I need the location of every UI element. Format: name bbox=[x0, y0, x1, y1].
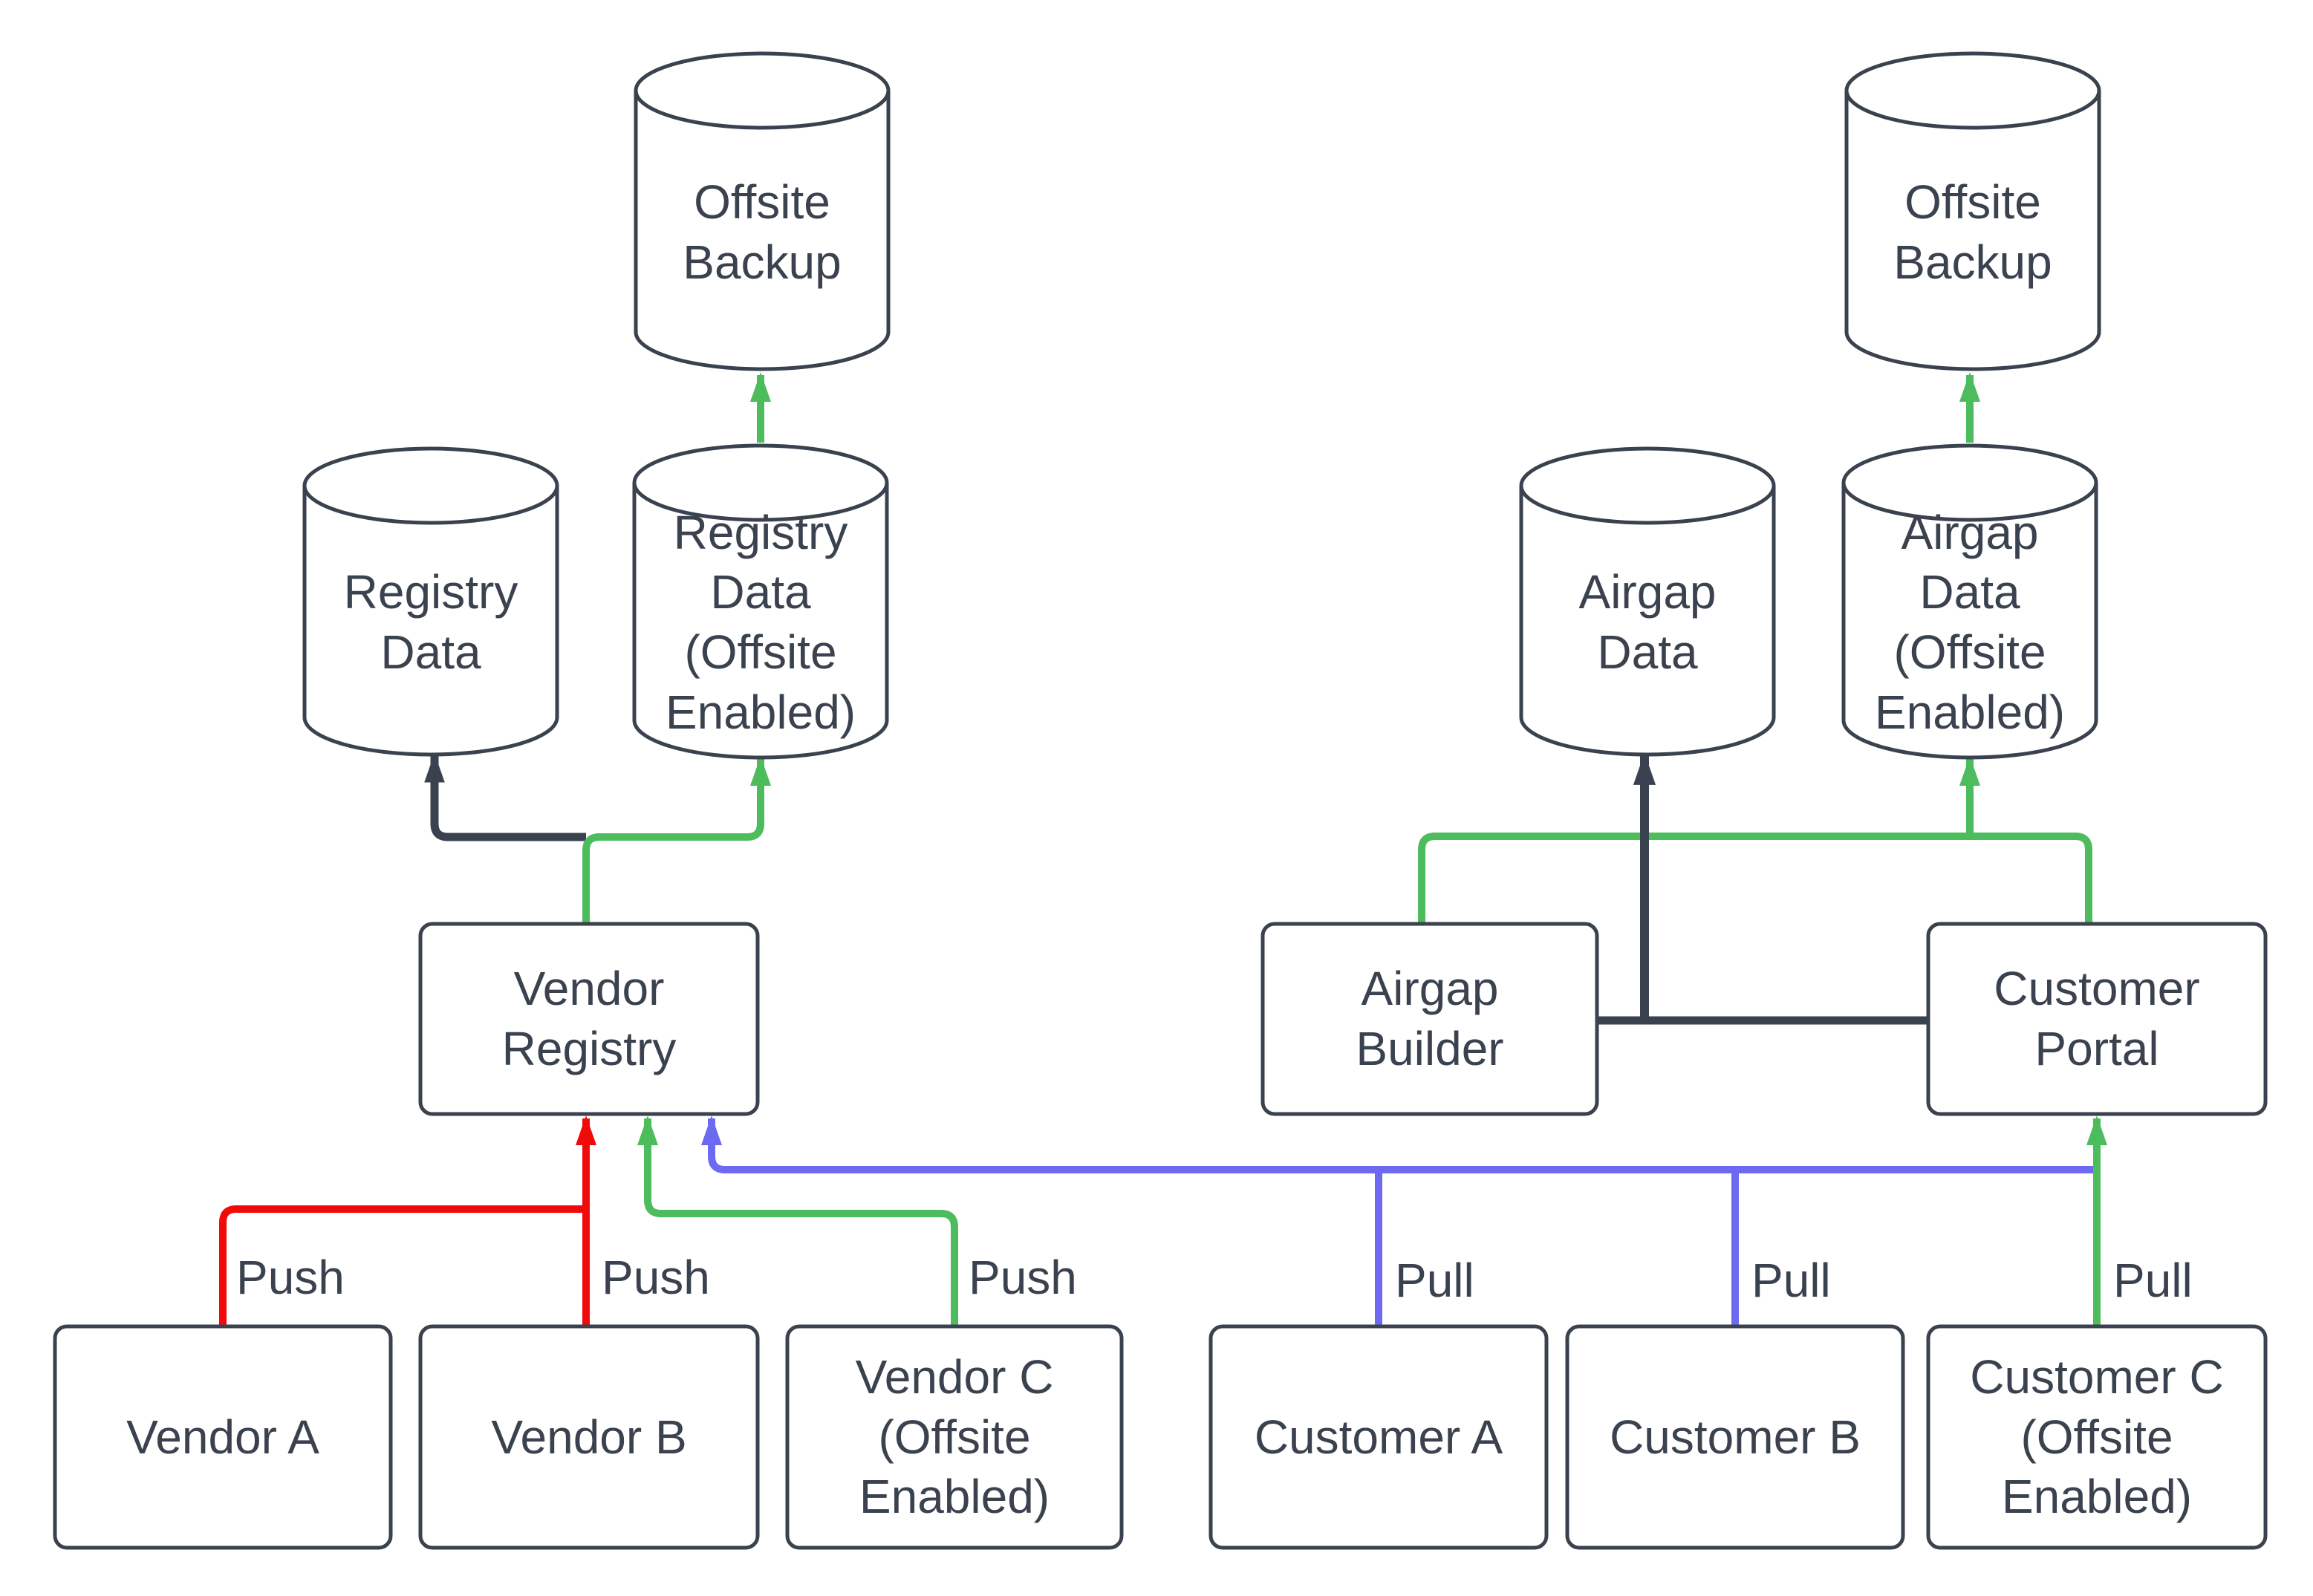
cylinder-offsite-backup-left bbox=[634, 51, 891, 371]
connector-builder-offsite-rail bbox=[1418, 833, 1970, 925]
cylinder-registry-data bbox=[302, 446, 559, 757]
box-customer-c bbox=[1926, 1324, 2268, 1550]
cylinder-offsite-backup-right bbox=[1844, 51, 2101, 371]
connector-registry-store bbox=[424, 753, 586, 841]
box-customer-portal bbox=[1926, 922, 2268, 1116]
box-vendor-a bbox=[53, 1324, 393, 1550]
box-vendor-c bbox=[785, 1324, 1124, 1550]
cylinder-airgap-data-offsite bbox=[1841, 443, 2098, 760]
connector-push-vendor-c bbox=[637, 1115, 958, 1326]
connector-pull-main bbox=[701, 1115, 2097, 1173]
box-airgap-builder bbox=[1260, 922, 1599, 1116]
connector-registry-store-offsite bbox=[582, 755, 772, 925]
box-vendor-registry bbox=[418, 922, 760, 1116]
cylinder-registry-data-offsite bbox=[632, 443, 889, 760]
cylinder-airgap-data bbox=[1519, 446, 1776, 757]
box-customer-a bbox=[1208, 1324, 1549, 1550]
connector-push-vendor-a bbox=[219, 1205, 583, 1326]
box-customer-b bbox=[1565, 1324, 1905, 1550]
connector-portal-offsite-rail bbox=[1970, 833, 2092, 925]
box-vendor-b bbox=[418, 1324, 760, 1550]
